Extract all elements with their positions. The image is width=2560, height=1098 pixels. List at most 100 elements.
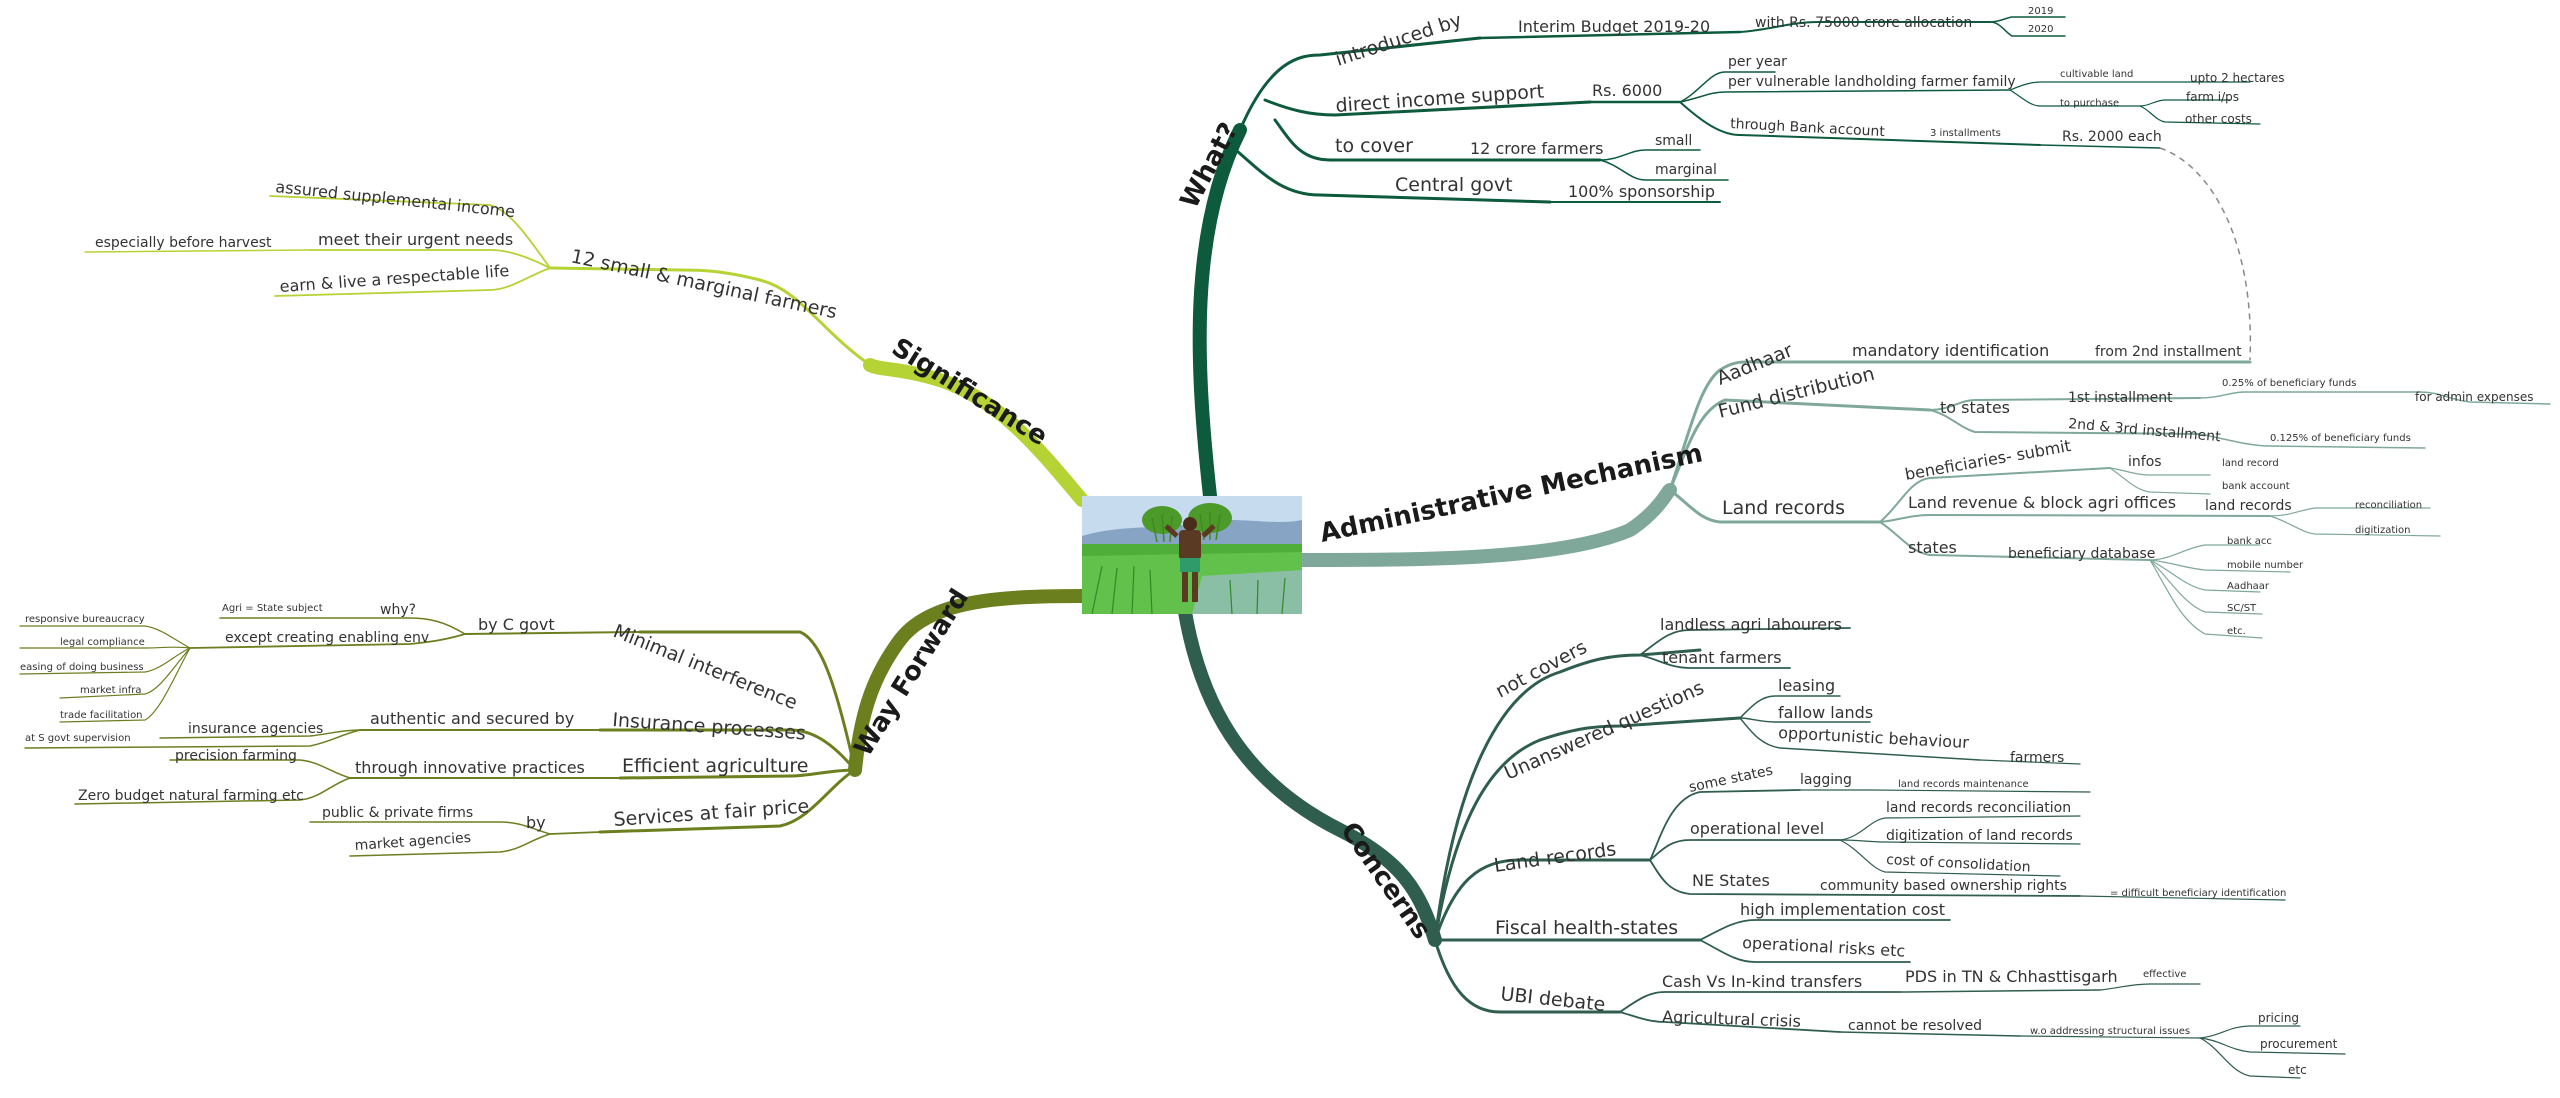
label-cash-vs-kind: Cash Vs In-kind transfers xyxy=(1662,972,1862,991)
farmer-photo-icon xyxy=(1082,496,1302,614)
label-to-purchase: to purchase xyxy=(2060,98,2119,109)
label-infos: infos xyxy=(2128,454,2162,470)
label-sponsorship: 100% sponsorship xyxy=(1568,182,1715,201)
label-before-harvest: especially before harvest xyxy=(95,235,272,251)
label-operational-level: operational level xyxy=(1690,819,1824,838)
label-efficient: Efficient agriculture xyxy=(622,755,808,777)
label-farmers: farmers xyxy=(2010,750,2064,766)
labels-significance: Significance 12 small & marginal farmers… xyxy=(95,177,1053,452)
label-innovative: through innovative practices xyxy=(355,758,585,777)
label-small: small xyxy=(1655,133,1692,149)
branch-what xyxy=(1192,16,2261,503)
label-beneficiary-db: beneficiary database xyxy=(2008,546,2155,562)
label-digitization-lr: digitization of land records xyxy=(1886,828,2073,844)
label-digitization: digitization xyxy=(2355,525,2410,536)
label-mandatory-id: mandatory identification xyxy=(1852,341,2049,360)
labels-admin: Administrative Mechanism Aadhaar mandato… xyxy=(1317,339,2533,637)
branch-admin xyxy=(1295,360,2551,639)
branch-way xyxy=(19,589,1089,857)
label-effective: effective xyxy=(2143,969,2186,980)
label-lr-maintenance: land records maintenance xyxy=(1898,779,2029,790)
label-aadhaar: Aadhaar xyxy=(1714,339,1796,389)
label-admin-expenses: for admin expenses xyxy=(2415,390,2534,404)
label-assured: assured supplemental income xyxy=(275,177,516,221)
label-direct-income: direct income support xyxy=(1335,80,1545,117)
label-mobile-number: mobile number xyxy=(2227,560,2304,571)
label-responsive: responsive bureaucracy xyxy=(25,614,145,625)
main-label-admin: Administrative Mechanism xyxy=(1317,438,1705,549)
label-land-revenue: Land revenue & block agri offices xyxy=(1908,493,2176,512)
label-fallow: fallow lands xyxy=(1778,703,1873,722)
main-label-concerns: Concerns xyxy=(1334,817,1436,945)
label-from-2nd: from 2nd installment xyxy=(2095,344,2242,360)
label-community-rights: community based ownership rights xyxy=(1820,878,2067,894)
label-s-govt-supervision: at S govt supervision xyxy=(25,733,131,744)
label-rs2000: Rs. 2000 each xyxy=(2062,129,2162,145)
label-insurance-processes: Insurance processes xyxy=(612,709,807,744)
label-upto-2ha: upto 2 hectares xyxy=(2190,71,2284,85)
label-authentic: authentic and secured by xyxy=(370,709,574,728)
label-difficult-id: = difficult beneficiary identification xyxy=(2110,888,2286,899)
label-legal: legal compliance xyxy=(60,637,145,648)
connector-dashed xyxy=(2159,147,2252,361)
label-precision: precision farming xyxy=(175,748,297,764)
label-market-infra: market infra xyxy=(80,685,142,696)
label-by: by xyxy=(526,813,546,832)
label-except-enabling: except creating enabling env xyxy=(225,630,429,646)
label-agri-crisis: Agricultural crisis xyxy=(1662,1007,1801,1031)
label-farm-ips: farm i/ps xyxy=(2186,90,2239,104)
center-image xyxy=(1082,496,1302,614)
label-landless: landless agri labourers xyxy=(1660,615,1842,634)
branch-concerns xyxy=(1178,605,2346,1079)
label-high-cost: high implementation cost xyxy=(1740,900,1945,919)
label-bank-account: bank account xyxy=(2222,481,2290,492)
label-easing: easing of doing business xyxy=(20,662,144,673)
label-lr-reconciliation: land records reconciliation xyxy=(1886,800,2071,816)
label-fiscal-health: Fiscal health-states xyxy=(1495,917,1678,939)
label-land-records-sub: land records xyxy=(2205,498,2292,514)
label-2020: 2020 xyxy=(2028,24,2053,35)
label-pct025: 0.25% of beneficiary funds xyxy=(2222,378,2356,389)
label-2nd-3rd: 2nd & 3rd installment xyxy=(2068,416,2222,445)
label-beneficiaries-submit: beneficiaries- submit xyxy=(1903,436,2072,484)
label-agri-state: Agri = State subject xyxy=(222,603,323,614)
label-operational-risks: operational risks etc xyxy=(1742,933,1906,961)
label-pds: PDS in TN & Chhasttisgarh xyxy=(1905,967,2118,986)
label-procurement: procurement xyxy=(2260,1037,2338,1051)
label-opportunistic: opportunistic behaviour xyxy=(1778,723,1970,752)
label-other-costs: other costs xyxy=(2185,112,2252,126)
label-trade: trade facilitation xyxy=(60,710,143,721)
branch-significance xyxy=(84,195,1089,507)
label-12-crore: 12 crore farmers xyxy=(1470,139,1604,158)
label-lagging: lagging xyxy=(1800,772,1852,788)
label-aadhaar-small: Aadhaar xyxy=(2227,581,2270,592)
label-cultivable-land: cultivable land xyxy=(2060,69,2133,80)
label-3-installments: 3 installments xyxy=(1930,128,2001,139)
label-leasing: leasing xyxy=(1778,676,1835,695)
labels-what: What? introduced by Interim Budget 2019-… xyxy=(1175,6,2285,213)
label-by-c-govt: by C govt xyxy=(478,615,555,634)
label-insurance-agencies: insurance agencies xyxy=(188,721,323,737)
label-zbnf: Zero budget natural farming etc xyxy=(78,788,304,804)
label-reconciliation: reconciliation xyxy=(2355,500,2422,511)
label-land-record: land record xyxy=(2222,458,2279,469)
label-sc-st: SC/ST xyxy=(2227,603,2257,614)
label-2019: 2019 xyxy=(2028,6,2053,17)
label-states: states xyxy=(1908,538,1957,557)
label-public-private: public & private firms xyxy=(322,805,473,821)
label-central-govt: Central govt xyxy=(1395,174,1513,196)
label-tenant: tenant farmers xyxy=(1662,648,1782,667)
label-land-records-c: Land records xyxy=(1493,838,1618,877)
label-12-small: 12 small & marginal farmers xyxy=(569,245,839,323)
label-to-states: to states xyxy=(1940,398,2010,417)
label-marginal: marginal xyxy=(1655,162,1717,178)
label-interim-budget: Interim Budget 2019-20 xyxy=(1518,17,1710,36)
label-not-covers: not covers xyxy=(1492,636,1591,702)
label-ne-states: NE States xyxy=(1692,871,1770,890)
label-per-year: per year xyxy=(1728,54,1787,70)
label-pct0125: 0.125% of beneficiary funds xyxy=(2270,433,2411,444)
label-consolidation: cost of consolidation xyxy=(1886,852,2031,876)
main-label-significance: Significance xyxy=(886,332,1052,451)
main-label-way: Way Forward xyxy=(848,584,975,762)
